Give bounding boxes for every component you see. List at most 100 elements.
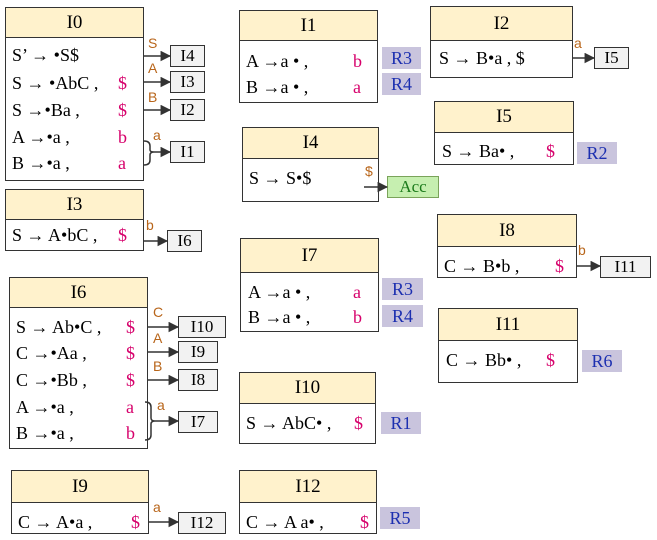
state-title: I2 (431, 7, 572, 41)
item-rule: S →•Ba ,$ (12, 100, 127, 120)
reduction-badge: R6 (582, 350, 622, 372)
lookahead: b (118, 127, 127, 147)
transition-symbol: B (148, 89, 158, 105)
state-title: I7 (241, 239, 378, 273)
item-rule: C →•Bb ,$ (16, 370, 135, 390)
state-I5: I5 S → Ba• ,$ (434, 101, 574, 165)
target-I12: I12 (178, 512, 226, 534)
reduction-badge: R4 (382, 73, 421, 95)
state-I11: I11 C → Bb• ,$ (438, 308, 578, 383)
item-rule: S → AbC• ,$ (246, 413, 363, 433)
lookahead: $ (546, 141, 555, 161)
state-I8: I8 C → B•b ,$ (437, 214, 577, 278)
item-rule: A →a • ,a (248, 282, 361, 302)
item-rule: B →•a ,a (12, 153, 126, 173)
state-title: I4 (243, 128, 378, 159)
state-title: I12 (240, 471, 376, 503)
state-title: I8 (438, 215, 576, 247)
item-rule: S → •AbC ,$ (12, 73, 127, 93)
state-I9: I9 C → A•a ,$ (11, 470, 149, 534)
lookahead: b (126, 423, 135, 443)
reduction-badge: R3 (382, 278, 423, 300)
lookahead: b (353, 307, 362, 327)
item-rule: S → B•a , $ (439, 48, 525, 68)
target-I7: I7 (178, 411, 218, 433)
brace (143, 140, 155, 166)
reduction-badge: R4 (382, 305, 423, 327)
state-title: I9 (12, 471, 148, 503)
transition-symbol: B (153, 358, 163, 374)
item-rule: B →a • ,a (246, 77, 361, 97)
transition-symbol: S (148, 35, 158, 51)
item-rule: C →•Aa ,$ (16, 343, 135, 363)
item-rule: S → Ba• ,$ (442, 141, 555, 161)
state-I10: I10 S → AbC• ,$ (239, 372, 376, 444)
lookahead: $ (546, 350, 555, 370)
state-title: I3 (6, 190, 143, 220)
item-rule: C → A•a ,$ (18, 512, 140, 532)
lookahead: $ (118, 225, 127, 245)
target-I3: I3 (170, 71, 205, 93)
brace (144, 401, 156, 441)
lookahead: $ (354, 413, 363, 433)
reduction-badge: R3 (382, 47, 421, 69)
state-I1: I1 A →a • ,b B →a • ,a (239, 10, 378, 103)
lookahead: a (126, 397, 134, 417)
lookahead: b (353, 51, 362, 71)
transition-symbol: a (153, 127, 161, 143)
target-I8: I8 (178, 369, 218, 391)
lookahead: $ (126, 317, 135, 337)
item-rule: S → Ab•C ,$ (16, 317, 135, 337)
item-rule: A →a • ,b (246, 51, 362, 71)
item-rule: S’ → •S$ (12, 45, 79, 65)
lookahead: a (353, 282, 361, 302)
item-rule: C → Bb• ,$ (446, 350, 555, 370)
reduction-badge: R1 (381, 412, 421, 434)
lookahead: $ (118, 100, 127, 120)
state-title: I6 (10, 278, 147, 308)
lookahead: a (118, 153, 126, 173)
transition-symbol: a (157, 397, 165, 413)
lookahead: $ (126, 343, 135, 363)
target-I6: I6 (167, 230, 202, 252)
lookahead: $ (126, 370, 135, 390)
state-title: I11 (439, 309, 577, 341)
transition-symbol: a (153, 499, 161, 515)
transition-symbol: a (574, 35, 582, 51)
transition-symbol: A (148, 60, 158, 76)
transition-symbol: A (153, 330, 163, 346)
item-rule: B →•a ,b (16, 423, 135, 443)
lookahead: $ (131, 512, 140, 532)
state-title: I1 (240, 11, 377, 41)
transition-symbol: b (146, 217, 154, 233)
state-title: I5 (435, 102, 573, 133)
state-I2: I2 S → B•a , $ (430, 6, 573, 78)
transition-symbol: C (153, 304, 164, 320)
reduction-badge: R2 (577, 142, 617, 164)
item-rule: S → A•bC ,$ (12, 225, 127, 245)
lookahead: $ (360, 512, 369, 532)
target-I11: I11 (600, 256, 651, 278)
state-I12: I12 C → A a• ,$ (239, 470, 377, 534)
state-I3: I3 S → A•bC ,$ (5, 189, 144, 251)
target-I1: I1 (170, 141, 205, 163)
reduction-badge: R5 (380, 507, 420, 529)
item-rule: A →•a ,a (16, 397, 134, 417)
state-I6: I6 S → Ab•C ,$ C →•Aa ,$ C →•Bb ,$ A →•a… (9, 277, 148, 449)
item-rule: C → B•b ,$ (444, 256, 564, 276)
item-rule: C → A a• ,$ (246, 512, 369, 532)
transition-symbol: b (578, 242, 586, 258)
state-I7: I7 A →a • ,a B →a • ,b (240, 238, 379, 332)
state-I0: I0 S’ → •S$ S → •AbC ,$ S →•Ba ,$ A →•a … (5, 7, 144, 181)
item-rule: A →•a ,b (12, 127, 127, 147)
lookahead: $ (555, 256, 564, 276)
transition-symbol: $ (365, 163, 373, 179)
state-I4: I4 S → S•$ (242, 127, 379, 202)
lookahead: $ (118, 73, 127, 93)
state-title: I0 (6, 8, 143, 38)
item-rule: S → S•$ (249, 168, 312, 188)
accept-box: Acc (387, 176, 439, 198)
target-I10: I10 (178, 316, 226, 338)
lookahead: a (353, 77, 361, 97)
